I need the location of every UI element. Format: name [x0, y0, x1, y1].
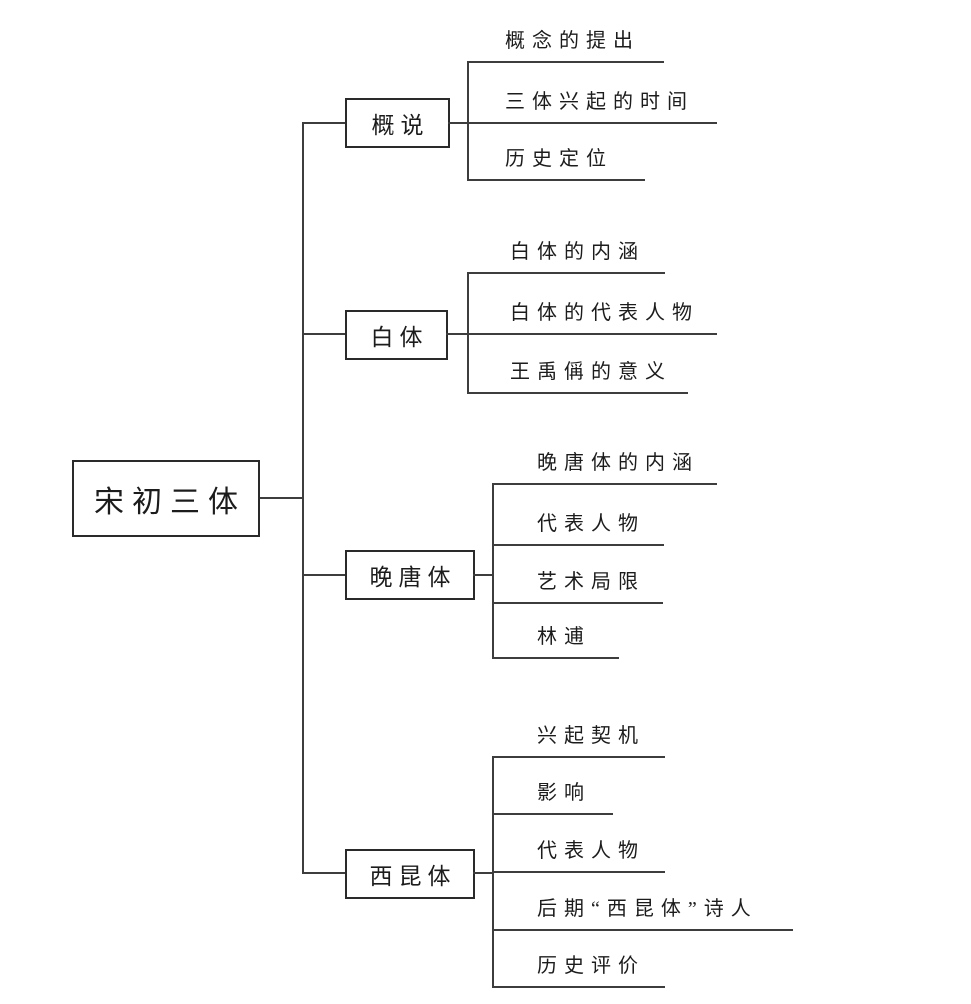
- branch-node-label: 概说: [371, 113, 430, 138]
- branch4-connector-line: [303, 872, 346, 874]
- leaf-label: 三体兴起的时间: [505, 91, 694, 113]
- root-node: 宋初三体: [72, 460, 260, 537]
- leaf-label: 影响: [537, 782, 591, 804]
- branch-node-baiti: 白体: [345, 310, 448, 360]
- branch3-connector-right-line: [473, 574, 493, 576]
- leaf-label: 历史评价: [537, 955, 645, 977]
- leaf-label: 白体的代表人物: [510, 302, 699, 324]
- leaf-label: 兴起契机: [537, 725, 645, 747]
- leaf-label: 林逋: [537, 626, 591, 648]
- branch4-leaf4-underline: [492, 929, 793, 931]
- branch2-leaf2-underline: [446, 333, 717, 335]
- branch3-leaf4-underline: [492, 657, 619, 659]
- leaf-label: 代表人物: [537, 840, 645, 862]
- branch4-leaf5-underline: [492, 986, 665, 988]
- branch1-leaf3-underline: [467, 179, 645, 181]
- main-trunk-line: [302, 122, 304, 874]
- branch-node-label: 白体: [370, 325, 429, 350]
- root-node-label: 宋初三体: [94, 485, 246, 519]
- branch-node-xikunti: 西昆体: [345, 849, 475, 899]
- branch3-leaf3-underline: [492, 602, 663, 604]
- branch1-connector-line: [303, 122, 346, 124]
- branch3-subtrunk-line: [492, 483, 494, 659]
- root-connector-line: [260, 497, 303, 499]
- branch-node-gaishuo: 概说: [345, 98, 450, 148]
- branch3-connector-line: [303, 574, 346, 576]
- branch4-leaf2-underline: [492, 813, 613, 815]
- branch-node-label: 西昆体: [369, 864, 457, 889]
- branch1-leaf2-underline: [448, 122, 717, 124]
- branch4-leaf3-underline: [492, 871, 665, 873]
- leaf-label: 后期“西昆体”诗人: [537, 898, 758, 920]
- leaf-label: 代表人物: [537, 513, 645, 535]
- branch2-connector-line: [303, 333, 346, 335]
- branch4-leaf1-underline: [492, 756, 665, 758]
- branch2-leaf3-underline: [467, 392, 688, 394]
- branch3-leaf1-underline: [492, 483, 717, 485]
- leaf-label: 艺术局限: [537, 571, 645, 593]
- leaf-label: 历史定位: [505, 148, 613, 170]
- leaf-label: 晚唐体的内涵: [537, 452, 699, 474]
- branch1-subtrunk-line: [467, 61, 469, 181]
- leaf-label: 白体的内涵: [510, 241, 645, 263]
- leaf-label: 概念的提出: [505, 30, 640, 52]
- branch2-leaf1-underline: [467, 272, 665, 274]
- branch4-connector-right-line: [473, 872, 493, 874]
- leaf-label: 王禹偁的意义: [510, 361, 672, 383]
- branch-node-label: 晚唐体: [369, 565, 457, 590]
- branch3-leaf2-underline: [492, 544, 664, 546]
- branch-node-wantangti: 晚唐体: [345, 550, 475, 600]
- branch1-leaf1-underline: [467, 61, 664, 63]
